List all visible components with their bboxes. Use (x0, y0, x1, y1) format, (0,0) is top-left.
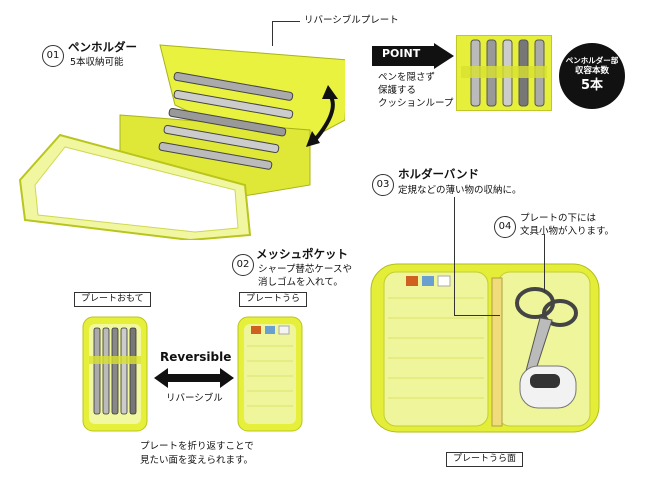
case-interior-illustration (370, 258, 600, 438)
bottom-note-2: 見たい面を変えられます。 (140, 455, 254, 466)
pen-case-open-illustration (10, 35, 349, 242)
plate-back-illustration (237, 316, 303, 432)
badge-line-1: ペンホルダー部 (565, 56, 619, 65)
plate-back-box: プレートうら (239, 292, 308, 307)
callout-line (454, 315, 500, 316)
plate-back-side-box: プレートうら面 (446, 452, 524, 467)
feature-04-number: 04 (494, 216, 516, 238)
feature-03-number: 03 (372, 174, 394, 196)
feature-01-desc: 5本収納可能 (70, 57, 124, 68)
point-desc-2: 保護する (378, 85, 417, 96)
double-arrow-icon (154, 368, 234, 388)
feature-03-title: ホルダーバンド (398, 167, 479, 181)
plate-front-box: プレートおもて (74, 292, 151, 307)
feature-01-title: ペンホルダー (68, 40, 137, 54)
bottom-note-1: プレートを折り返すことで (140, 441, 254, 452)
capacity-badge: ペンホルダー部 収容本数 5本 (559, 43, 625, 109)
plate-front-illustration (82, 316, 148, 432)
badge-line-2: 収容本数 (574, 66, 609, 76)
reversible-sub: リバーシブル (166, 393, 223, 404)
callout-line (272, 21, 273, 46)
badge-line-3: 5本 (580, 78, 604, 93)
callout-line (272, 21, 300, 22)
point-label: POINT (382, 47, 421, 60)
callout-line (544, 234, 545, 292)
feature-02-title: メッシュポケット (256, 247, 348, 261)
feature-03-desc: 定規などの薄い物の収納に。 (398, 185, 522, 196)
reversible-plate-label: リバーシブルプレート (304, 15, 399, 26)
feature-04-desc-2: 文具小物が入ります。 (520, 226, 615, 237)
point-desc-3: クッションループ (378, 98, 454, 109)
feature-04-desc-1: プレートの下には (520, 213, 597, 224)
callout-line (454, 197, 455, 315)
point-arrow (372, 43, 454, 69)
pen-holder-detail-photo (456, 35, 552, 111)
feature-02-desc-2: 消しゴムを入れて。 (258, 277, 343, 288)
reversible-title: Reversible (160, 350, 232, 364)
feature-02-number: 02 (232, 254, 254, 276)
feature-02-desc-1: シャープ替芯ケースや (258, 264, 352, 275)
feature-01-number: 01 (42, 45, 64, 67)
point-desc-1: ペンを隠さず (378, 72, 436, 83)
